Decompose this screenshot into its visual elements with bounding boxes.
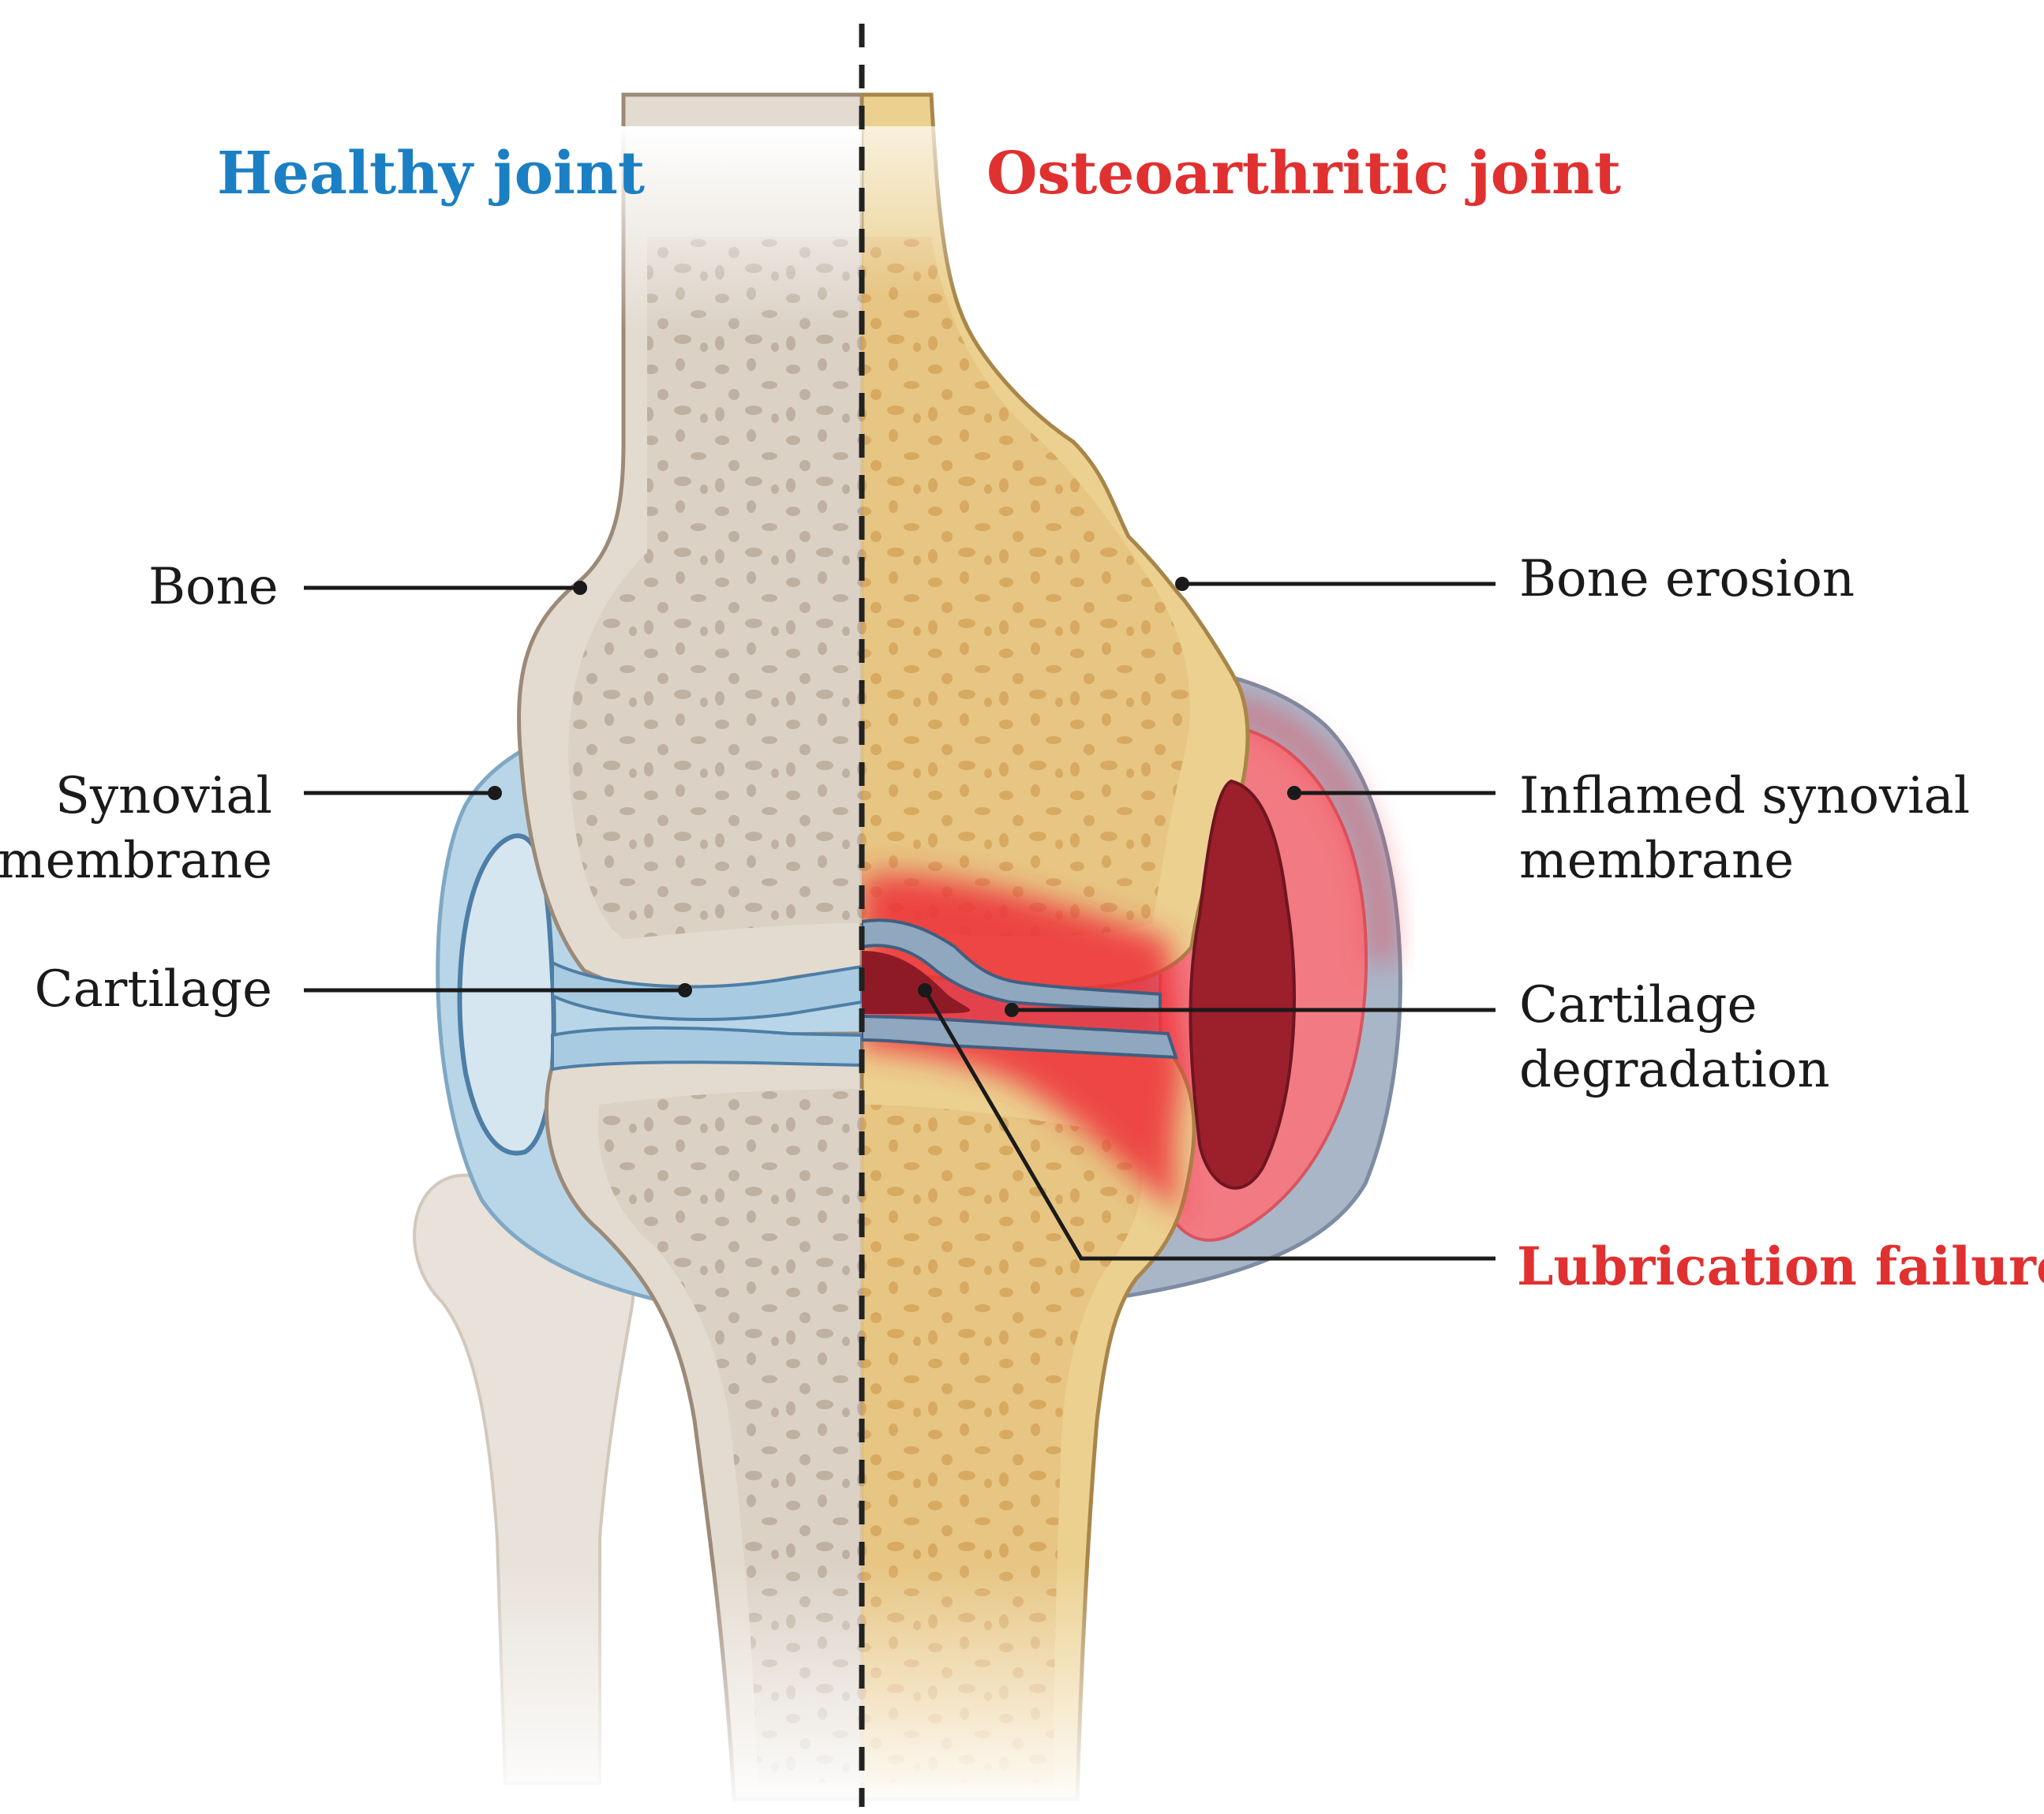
leader-cart-deg-dot	[1005, 1003, 1019, 1017]
label-inflamed-line1: Inflamed synovial	[1519, 767, 1970, 825]
osteoarthritic-joint-illustration	[862, 92, 1402, 1814]
label-inflamed-line2: membrane	[1519, 832, 1794, 890]
leader-cartilage-dot	[678, 983, 692, 997]
leader-inflamed-dot	[1287, 786, 1301, 800]
cartilage-upper-healthy	[551, 959, 862, 1021]
heading-osteoarthritic-joint: Osteoarthritic joint	[986, 140, 1621, 208]
leader-bone-dot	[573, 581, 587, 595]
label-cartilage: Cartilage	[35, 960, 272, 1019]
label-synovial-line2: membrane	[0, 832, 272, 890]
label-bone-erosion: Bone erosion	[1519, 550, 1855, 608]
cartilage-lower-healthy	[551, 1026, 862, 1072]
label-cart-deg-line2: degradation	[1519, 1041, 1830, 1099]
cartilage-degraded-upper	[862, 918, 1162, 1012]
cartilage-degraded-lower	[862, 1014, 1178, 1060]
joint-space-oa	[862, 951, 971, 1014]
leader-lubrication-dot	[918, 983, 932, 997]
synovial-cavity-oa	[1189, 779, 1296, 1190]
label-cart-deg-line1: Cartilage	[1519, 976, 1757, 1034]
leader-synovial-dot	[488, 786, 502, 800]
label-bone: Bone	[148, 558, 279, 616]
synovial-fluid-pocket	[457, 833, 556, 1156]
heading-healthy-joint: Healthy joint	[217, 140, 645, 208]
label-synovial-line1: Synovial	[55, 767, 272, 825]
label-lubrication-failure: Lubrication failure	[1517, 1236, 2044, 1297]
femur-spongy-region	[568, 237, 862, 939]
inflamed-synovium-glow	[1215, 698, 1394, 963]
leader-lubrication	[923, 989, 1496, 1261]
healthy-joint-illustration	[395, 92, 862, 1814]
femur-oa-spongy-region	[862, 237, 1190, 937]
leader-bone-erosion-dot	[1175, 577, 1189, 591]
